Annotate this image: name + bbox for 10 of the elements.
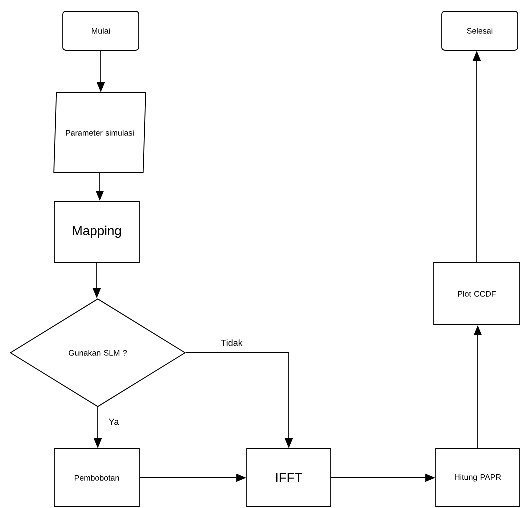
process-box: Hitung PAPR bbox=[436, 448, 520, 508]
process-box: Pembobotan bbox=[54, 448, 140, 508]
terminal-box: Selesai bbox=[442, 11, 518, 51]
process-box: IFFT bbox=[246, 448, 332, 508]
edge-label: Ya bbox=[108, 418, 120, 426]
edge-label: Tidak bbox=[220, 338, 244, 348]
process-box: Mapping bbox=[54, 201, 140, 263]
process-box: Plot CCDF bbox=[434, 262, 520, 326]
input-parallelogram: Parameter simulasi bbox=[54, 92, 146, 174]
terminal-box: Mulai bbox=[62, 11, 140, 51]
